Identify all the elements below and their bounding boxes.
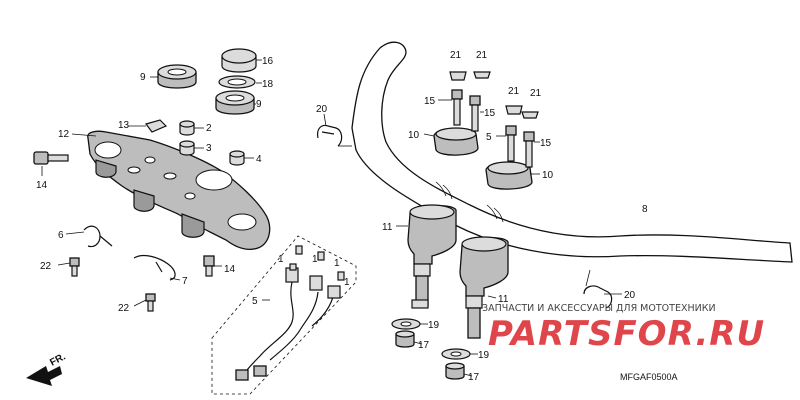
front-label: FR. xyxy=(48,351,68,368)
lower-nut-part xyxy=(445,362,465,380)
wire-harness-part xyxy=(235,245,345,381)
callout-19: 19 xyxy=(478,350,490,361)
arrow-icon xyxy=(26,366,62,386)
callout-8: 8 xyxy=(642,204,648,215)
callout-10: 10 xyxy=(408,130,420,141)
callout-17: 17 xyxy=(418,340,430,351)
pinch-bolt-part xyxy=(33,151,69,165)
watermark-logo: PARTSFOR.RU xyxy=(488,314,765,354)
callout-1: 1 xyxy=(312,254,318,265)
callout-2: 2 xyxy=(206,123,212,134)
cap-part xyxy=(521,111,539,119)
lower-nut-part xyxy=(395,330,415,348)
callout-21: 21 xyxy=(476,50,488,61)
stem-nut-part xyxy=(215,90,255,115)
grommet-part xyxy=(179,140,195,156)
wire-clamp-part xyxy=(83,225,113,248)
callout-20: 20 xyxy=(624,290,636,301)
clamp-bolt-part xyxy=(523,131,535,168)
diagram-code: MFGAF0500A xyxy=(620,372,678,382)
clamp-bolt-part xyxy=(469,95,481,132)
callout-1: 1 xyxy=(278,254,284,265)
front-direction-marker: FR. xyxy=(26,351,68,386)
callout-3: 3 xyxy=(206,143,212,154)
watermark-logo-text: PARTSFOR.RU xyxy=(488,314,765,354)
callout-19: 19 xyxy=(428,320,440,331)
wire-clip-part xyxy=(133,254,176,281)
clamp-bolt-part xyxy=(451,89,463,126)
callout-1: 1 xyxy=(334,258,340,269)
clip-part xyxy=(317,124,343,147)
callout-11: 11 xyxy=(382,222,393,233)
callout-5: 5 xyxy=(252,296,258,307)
top-bridge-part xyxy=(87,130,271,250)
rubber-pad-part xyxy=(144,119,168,133)
callout-21: 21 xyxy=(508,86,520,97)
holder-upper-clamp-part xyxy=(485,161,533,190)
clamp-bolt-part xyxy=(505,125,517,162)
callout-7: 7 xyxy=(182,276,188,287)
callout-6: 6 xyxy=(58,230,64,241)
callout-11: 11 xyxy=(498,294,509,305)
callout-15: 15 xyxy=(424,96,436,107)
washer-part xyxy=(218,75,256,89)
handlebar-holder-part xyxy=(407,204,457,309)
leader-lines xyxy=(41,59,622,377)
rubber-washer-part xyxy=(391,318,421,330)
bolt-part xyxy=(203,255,215,277)
callout-1: 1 xyxy=(344,277,350,288)
callout-9: 9 xyxy=(256,99,262,110)
callout-16: 16 xyxy=(262,56,274,67)
callout-21: 21 xyxy=(450,50,462,61)
holder-upper-clamp-part xyxy=(433,127,479,156)
watermark-caption: ЗАПЧАСТИ И АКСЕССУАРЫ ДЛЯ МОТОТЕХНИКИ xyxy=(482,303,716,314)
handlebar-holder-part xyxy=(459,236,509,339)
callout-13: 13 xyxy=(118,120,130,131)
cap-part xyxy=(229,150,245,166)
callout-5: 5 xyxy=(486,132,492,143)
grommet-part xyxy=(179,120,195,136)
callout-22: 22 xyxy=(40,261,52,272)
callout-12: 12 xyxy=(58,129,70,140)
callout-14: 14 xyxy=(36,180,48,191)
callout-21: 21 xyxy=(530,88,542,99)
callout-9: 9 xyxy=(140,72,146,83)
lock-nut-part xyxy=(157,64,197,89)
callout-14: 14 xyxy=(224,264,236,275)
handlebar-part xyxy=(351,41,793,263)
clip-part xyxy=(583,285,613,309)
cap-part xyxy=(473,71,491,79)
callout-22: 22 xyxy=(118,303,130,314)
callout-20: 20 xyxy=(316,104,328,115)
callout-18: 18 xyxy=(262,79,274,90)
callout-17: 17 xyxy=(468,372,480,383)
callout-15: 15 xyxy=(484,108,496,119)
callout-4: 4 xyxy=(256,154,262,165)
bolt-part xyxy=(145,293,156,312)
rubber-washer-part xyxy=(441,348,471,360)
bolt-part xyxy=(69,257,80,277)
cap-part xyxy=(505,105,523,115)
harness-frame xyxy=(211,235,357,395)
callout-labels: 16 18 9 9 12 13 2 3 4 14 14 6 7 22 22 5 … xyxy=(36,50,648,383)
callout-15: 15 xyxy=(540,138,552,149)
stem-cap-part xyxy=(221,48,257,73)
cap-part xyxy=(449,71,467,81)
callout-10: 10 xyxy=(542,170,554,181)
